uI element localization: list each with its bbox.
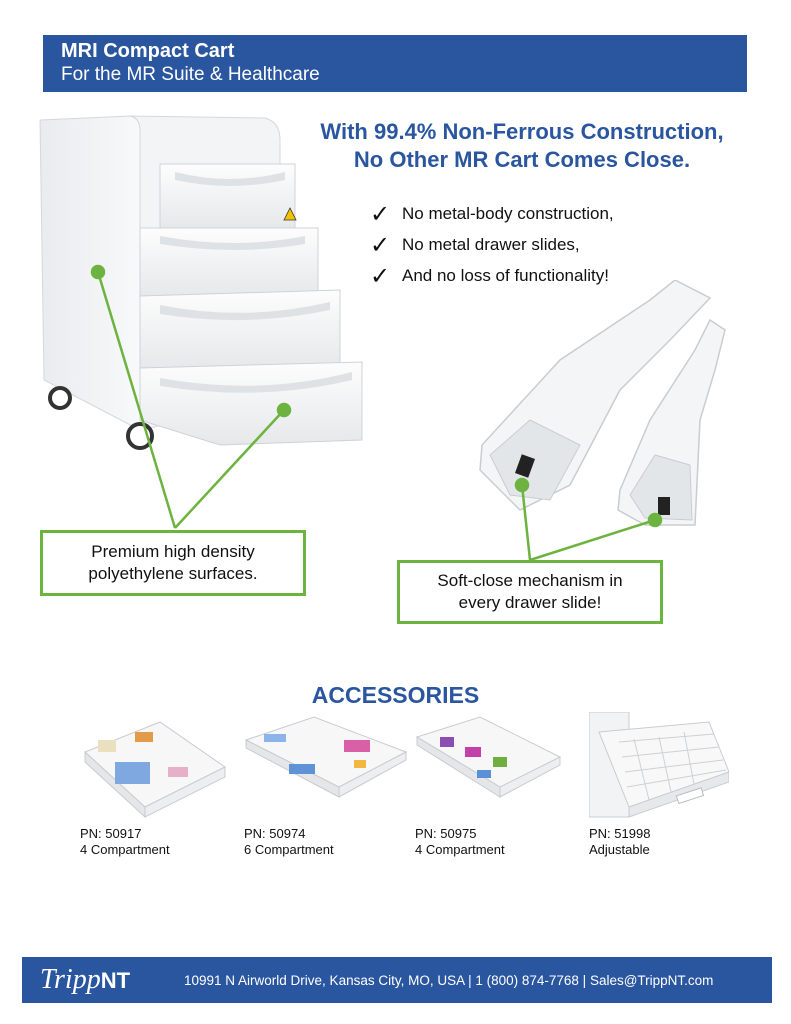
adjustable-drawer-image	[588, 711, 730, 818]
feature-text: No metal-body construction,	[402, 203, 614, 223]
callout-surfaces: Premium high density polyethylene surfac…	[40, 530, 306, 596]
callout-surfaces-line-1: Premium high density	[91, 542, 255, 561]
headline-line-2: No Other MR Cart Comes Close.	[353, 147, 691, 172]
contact-info: 10991 N Airworld Drive, Kansas City, MO,…	[184, 972, 714, 988]
checkmark-icon: ✓	[370, 199, 391, 228]
callout-softclose-line-2: every drawer slide!	[458, 593, 602, 612]
feature-list: ✓ No metal-body construction, ✓ No metal…	[370, 198, 750, 291]
accessory-part-number: PN: 51998	[589, 826, 651, 841]
checkmark-icon: ✓	[370, 261, 391, 290]
product-title: MRI Compact Cart	[61, 40, 235, 62]
feature-text: No metal drawer slides,	[402, 234, 580, 254]
accessory-item: PN: 50974 6 Compartment	[244, 712, 408, 857]
callout-softclose: Soft-close mechanism in every drawer sli…	[397, 560, 663, 624]
headline: With 99.4% Non-Ferrous Construction, No …	[282, 118, 762, 174]
footer-bar: TrippNT 10991 N Airworld Drive, Kansas C…	[22, 957, 772, 1003]
accessory-part-number: PN: 50917	[80, 826, 142, 841]
accessory-description: 6 Compartment	[244, 842, 334, 857]
cart-image	[39, 115, 363, 529]
accessory-description: 4 Compartment	[80, 842, 170, 857]
header-banner: MRI Compact Cart For the MR Suite & Heal…	[43, 35, 747, 92]
headline-line-1: With 99.4% Non-Ferrous Construction,	[320, 119, 724, 144]
product-subtitle: For the MR Suite & Healthcare	[61, 64, 320, 85]
checkmark-icon: ✓	[370, 230, 391, 259]
accessory-description: 4 Compartment	[415, 842, 505, 857]
drawer-slide-image	[479, 280, 726, 562]
accessory-item: PN: 51998 Adjustable	[588, 711, 749, 857]
tray-image	[84, 721, 226, 819]
accessory-part-number: PN: 50975	[415, 826, 477, 841]
tray-image	[415, 716, 562, 798]
feature-item: ✓ And no loss of functionality!	[370, 260, 750, 291]
accessory-item: PN: 50975 4 Compartment	[415, 712, 575, 857]
accessory-description: Adjustable	[589, 842, 650, 857]
feature-item: ✓ No metal-body construction,	[370, 198, 750, 229]
logo-main: Tripp	[40, 964, 101, 995]
feature-item: ✓ No metal drawer slides,	[370, 229, 750, 260]
callout-surfaces-line-2: polyethylene surfaces.	[88, 564, 258, 583]
tray-image	[244, 716, 408, 798]
accessories-title: ACCESSORIES	[311, 682, 480, 708]
logo-suffix: NT	[100, 968, 131, 993]
callout-softclose-line-1: Soft-close mechanism in	[437, 571, 623, 590]
accessory-part-number: PN: 50974	[244, 826, 306, 841]
company-logo: TrippNT	[40, 964, 170, 996]
feature-text: And no loss of functionality!	[402, 265, 609, 285]
accessory-item: PN: 50917 4 Compartment	[80, 712, 240, 857]
